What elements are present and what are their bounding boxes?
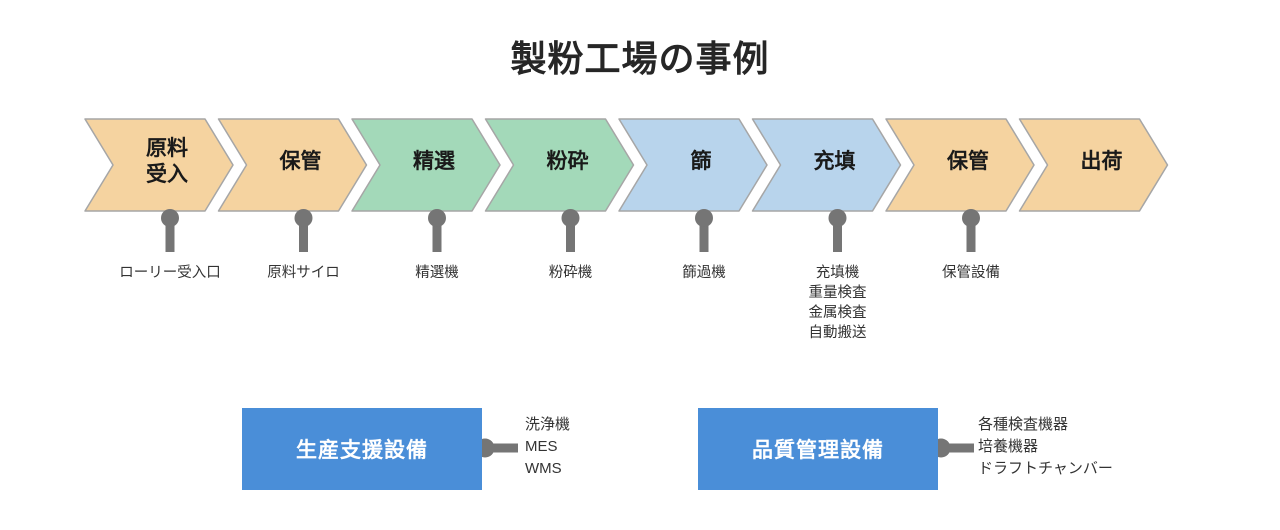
chevron-storage-1[interactable] <box>217 118 368 212</box>
equipment-label-storage-2: 保管設備 <box>942 265 1000 281</box>
pin-marker-milling[interactable] <box>561 209 580 227</box>
pin-marker-storage-1[interactable] <box>294 209 313 227</box>
pin-marker-raw-material-receiving[interactable] <box>161 209 179 227</box>
support-box-label: 品質管理設備 <box>752 439 884 462</box>
pin-marker-storage-2[interactable] <box>962 209 980 227</box>
connector-bar <box>485 443 518 453</box>
pin-stem <box>966 218 976 252</box>
connector-bar <box>941 443 974 453</box>
pin-marker-sorting[interactable] <box>428 209 446 227</box>
chevron-sifting[interactable] <box>618 118 768 212</box>
support-box-production-support-equipment[interactable]: 生産支援設備 <box>242 408 482 490</box>
chevron-label-sorting: 精選 <box>413 150 455 173</box>
chevron-shipping[interactable] <box>1018 118 1169 212</box>
pin-stem <box>165 218 175 252</box>
chevron-label-storage-2: 保管 <box>947 150 989 173</box>
pin-marker-sifting[interactable] <box>695 209 713 227</box>
chevron-label-shipping: 出荷 <box>1080 150 1123 173</box>
chevron-milling[interactable] <box>484 118 635 212</box>
chevron-label-sifting: 篩 <box>690 150 712 173</box>
equipment-label-storage-1: 原料サイロ <box>267 265 340 281</box>
equipment-label-filling: 充填機 重量検査 金属検査 自動搬送 <box>808 265 867 341</box>
pin-stem <box>566 218 575 252</box>
equipment-label-sorting: 精選機 <box>415 265 459 281</box>
chevron-group <box>84 118 1169 212</box>
chevron-label-filling: 充填 <box>813 150 856 173</box>
support-detail-quality-control-equipment: 各種検査機器 培養機器 ドラフトチャンバー <box>978 416 1113 477</box>
pin-stem <box>699 218 709 252</box>
equipment-label-milling: 粉砕機 <box>548 265 593 281</box>
pin-stem <box>833 218 842 252</box>
chevron-label-storage-1: 保管 <box>279 150 322 173</box>
page-title: 製粉工場の事例 <box>510 38 770 79</box>
chevron-label-raw-material-receiving: 原料 受入 <box>146 137 188 186</box>
equipment-label-raw-material-receiving: ローリー受入口 <box>119 265 221 281</box>
chevron-filling[interactable] <box>751 118 902 212</box>
equipment-label-sifting: 篩過機 <box>682 265 726 281</box>
pin-callout-group <box>161 209 980 252</box>
chevron-label-milling: 粉砕 <box>546 150 589 173</box>
chevron-storage-2[interactable] <box>885 118 1035 212</box>
support-box-quality-control-equipment[interactable]: 品質管理設備 <box>698 408 938 490</box>
support-detail-production-support-equipment: 洗浄機 MES WMS <box>525 416 571 477</box>
pin-stem <box>432 218 442 252</box>
support-box-label: 生産支援設備 <box>296 439 428 462</box>
chevron-sorting[interactable] <box>351 118 501 212</box>
pin-marker-filling[interactable] <box>828 209 847 227</box>
pin-stem <box>299 218 308 252</box>
chevron-raw-material-receiving[interactable] <box>84 118 234 212</box>
